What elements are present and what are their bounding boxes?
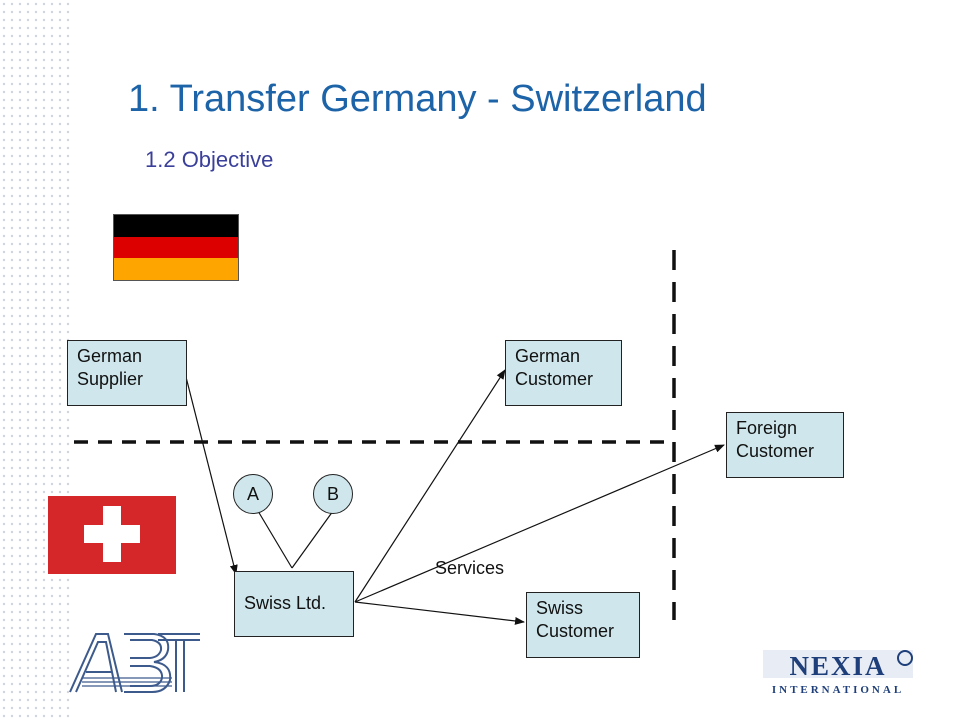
dot-pattern-background	[0, 0, 74, 720]
arrow-swiss-ltd-to-german-customer	[354, 369, 506, 603]
german-customer-line-2: Customer	[515, 369, 594, 389]
arrow-swiss-ltd-to-foreign-customer	[354, 444, 725, 603]
swiss-customer-line-1: Swiss	[536, 598, 584, 618]
foreign-customer-line-2: Customer	[736, 441, 815, 461]
germany-flag-icon	[113, 214, 239, 281]
abt-logo-icon	[69, 633, 200, 693]
swiss-ltd-box: Swiss Ltd.	[234, 571, 354, 637]
nexia-international-logo-icon: NEXIA INTERNATIONAL	[763, 650, 913, 696]
german-supplier-box: German Supplier	[67, 340, 187, 406]
german-customer-box: German Customer	[505, 340, 622, 406]
flag-stripe-red	[114, 236, 238, 259]
link-b-to-swiss-ltd	[291, 510, 334, 569]
svg-text:NEXIA: NEXIA	[789, 651, 886, 681]
slide-title: 1. Transfer Germany - Switzerland	[128, 78, 707, 120]
swiss-customer-line-2: Customer	[536, 621, 615, 641]
swiss-ltd-label: Swiss Ltd.	[244, 593, 327, 613]
switzerland-flag-icon	[48, 496, 176, 574]
shareholder-b-node: B	[313, 474, 353, 514]
swiss-customer-box: Swiss Customer	[526, 592, 640, 658]
flag-stripe-black	[114, 215, 238, 237]
arrow-supplier-to-swiss-ltd	[185, 376, 238, 575]
swiss-cross-horizontal	[84, 525, 140, 543]
german-customer-line-1: German	[515, 346, 581, 366]
german-supplier-line-1: German	[77, 346, 143, 366]
foreign-customer-line-1: Foreign	[736, 418, 798, 438]
flag-stripe-gold	[114, 258, 238, 280]
svg-text:INTERNATIONAL: INTERNATIONAL	[772, 684, 904, 696]
services-label: Services	[435, 558, 505, 578]
german-supplier-line-2: Supplier	[77, 369, 144, 389]
shareholder-a-node: A	[233, 474, 273, 514]
link-a-to-swiss-ltd	[257, 510, 293, 569]
foreign-customer-box: Foreign Customer	[726, 412, 844, 478]
slide-subtitle: 1.2 Objective	[145, 147, 274, 172]
arrow-swiss-ltd-to-swiss-customer	[354, 601, 525, 625]
